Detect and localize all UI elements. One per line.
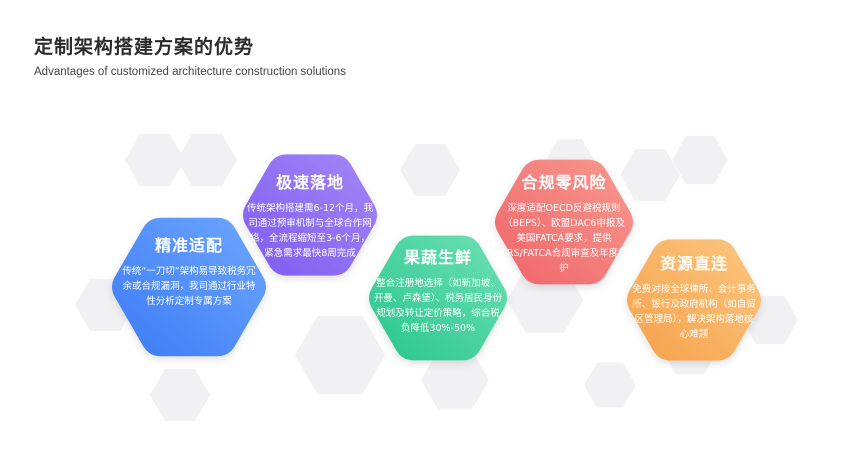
card-description: 免费对接全球律所、会计事务所、银行及政府机构（如自贸区管理局），解决架构落地核心… [632,284,756,340]
card-title: 极速落地 [275,173,344,192]
card-title: 精准适配 [154,236,223,255]
background-hexagon [150,369,210,421]
card-fresh-produce: 果蔬生鲜 整合注册地选择（如新加坡、开曼、卢森堡）、税务居民身份规划及转让定价策… [372,244,504,336]
background-hexagon [295,316,385,394]
card-description: 深度适配OECD反避税规则（BEPS）、欧盟DAC6申报及美国FATCA要求，提… [500,203,628,274]
card-title: 合规零风险 [521,173,607,192]
card-hexagon [627,239,761,361]
background-hexagon [672,135,728,185]
card-zero-compliance-risk: 合规零风险 深度适配OECD反避税规则（BEPS）、欧盟DAC6申报及美国FAT… [500,169,628,276]
card-direct-resources: 资源直连 免费对接全球律所、会计事务所、银行及政府机构（如自贸区管理局），解决架… [630,250,758,342]
page-subtitle: Advantages of customized architecture co… [34,66,346,78]
background-hexagon [620,149,680,201]
card-title: 果蔬生鲜 [403,248,472,267]
background-hexagon [125,134,185,186]
card-description: 传统“一刀切”架构易导致税务冗余或合规漏洞，我司通过行业特性分析定制专属方案 [122,266,256,307]
card-description: 传统架构搭建需6-12个月，我司通过预审机制与全球合作网络，全流程缩短至3-6个… [246,203,374,259]
card-description: 整合注册地选择（如新加坡、开曼、卢森堡）、税务居民身份规划及转让定价策略，综合税… [373,278,503,334]
background-hexagon [584,362,636,408]
card-hexagon [112,217,266,357]
background-hexagon [421,350,489,410]
card-hexagon [369,235,507,361]
background-hexagon [177,134,237,186]
background-hexagon [400,144,460,196]
page-title: 定制架构搭建方案的优势 [34,36,255,58]
card-hexagon [243,154,377,276]
card-title: 资源直连 [659,254,728,273]
card-fast-landing: 极速落地 传统架构搭建需6-12个月，我司通过预审机制与全球合作网络，全流程缩短… [246,169,374,261]
card-hexagon [495,159,633,285]
card-precise-fit: 精准适配 传统“一刀切”架构易导致税务冗余或合规漏洞，我司通过行业特性分析定制专… [118,232,260,309]
